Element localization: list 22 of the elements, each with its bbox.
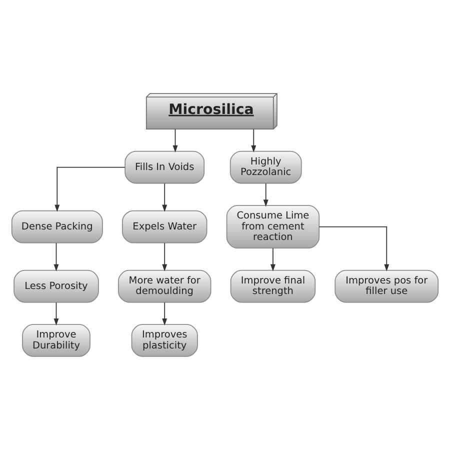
node-box: Highly Pozzolanic	[230, 150, 302, 184]
node-box: Improve Durability	[22, 324, 90, 357]
node-box: Fills In Voids	[124, 150, 205, 184]
arrow	[162, 183, 168, 212]
node-box: Dense Packing	[11, 210, 103, 244]
node-box: Improves plasticity	[131, 324, 198, 357]
node-box: Improves pos for filler use	[334, 270, 439, 303]
arrow	[162, 242, 168, 272]
arrow	[162, 302, 168, 326]
arrow	[263, 183, 268, 207]
node-box: Improve final strength	[230, 270, 316, 303]
node-box: Expels Water	[122, 210, 208, 244]
arrow	[318, 226, 390, 272]
arrow	[251, 128, 256, 153]
arrow	[54, 302, 59, 326]
arrow	[172, 128, 178, 153]
arrow	[54, 166, 126, 212]
arrow	[54, 242, 59, 272]
node-box: Consume Lime from cement reaction	[226, 205, 320, 249]
node-box: More water for demoulding	[118, 270, 212, 303]
node-box: Less Porosity	[14, 270, 99, 303]
arrow	[270, 248, 276, 272]
